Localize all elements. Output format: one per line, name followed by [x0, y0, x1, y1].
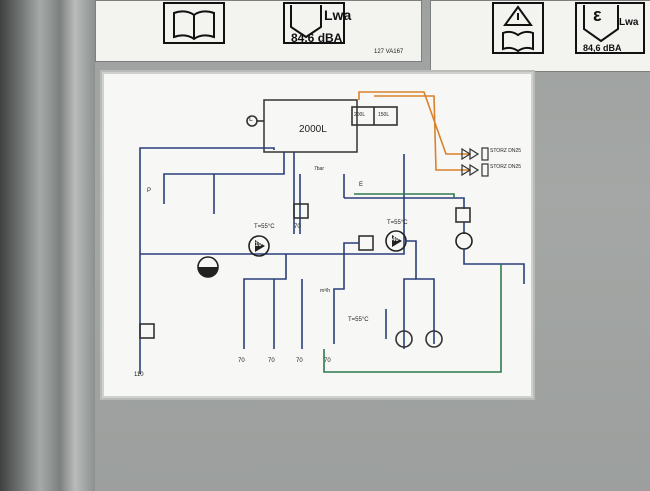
level-label: L — [249, 116, 253, 123]
small-tank-a-label: 200L — [354, 112, 366, 118]
temp-3: T=55°C — [348, 317, 369, 323]
sink-70-d: 70 — [294, 224, 301, 230]
lwa-symbol-right: Lwa — [619, 17, 639, 28]
epsilon-glyph: ε — [593, 5, 602, 25]
small-tank-b-label: 150L — [378, 112, 390, 118]
sink-70-c: 70 — [296, 358, 303, 364]
pressure-p: P — [147, 188, 152, 194]
label-left-graphics — [163, 2, 345, 44]
sink-110: 110 — [134, 372, 144, 378]
power-value-right: 84,6 dBA — [583, 43, 622, 53]
outlet-1-label: STORZ DN25 — [490, 148, 522, 154]
lwa-shield-icon — [290, 5, 322, 39]
book-icon — [173, 10, 215, 41]
door-frame — [0, 0, 95, 491]
lwa-shield-icon — [583, 5, 619, 43]
warning-icon — [503, 5, 533, 26]
pump-2-label: 40 — [392, 237, 399, 243]
pump-right — [455, 232, 473, 250]
pressure-label: 7bar — [314, 166, 325, 172]
tank-label: 2000L — [299, 124, 327, 135]
sink-70-b: 70 — [268, 358, 275, 364]
temp-2: T=55°C — [387, 220, 408, 226]
temp-1: T=55°C — [254, 224, 275, 230]
pump-1-label: 10 — [255, 242, 262, 248]
flowmeter-label: m³/h — [320, 288, 330, 294]
label-panel-right: ε Lwa 84,6 dBA — [430, 0, 650, 72]
power-value: 84,6 dBA — [291, 31, 343, 45]
label-panel-left: Lwa 84,6 dBA 127 VA167 — [95, 0, 422, 62]
sink-70-e: 70 — [324, 358, 331, 364]
pump-1 — [248, 235, 270, 257]
label-code: 127 VA167 — [374, 49, 404, 55]
label-right-graphics — [492, 2, 645, 54]
lwa-symbol: Lwa — [324, 7, 352, 23]
outlet-2-label: STORZ DN25 — [490, 164, 522, 170]
filter-right — [455, 207, 471, 223]
hydraulic-diagram: 2000L 200L 150L L 10 40 T=55°C T=55°C T=… — [102, 72, 533, 398]
main-tank — [263, 99, 358, 153]
diagram-graphics — [139, 91, 525, 374]
element-e: E — [359, 182, 364, 188]
sink-70-a: 70 — [238, 358, 245, 364]
filter-mid — [358, 235, 374, 251]
book-icon — [502, 30, 534, 53]
